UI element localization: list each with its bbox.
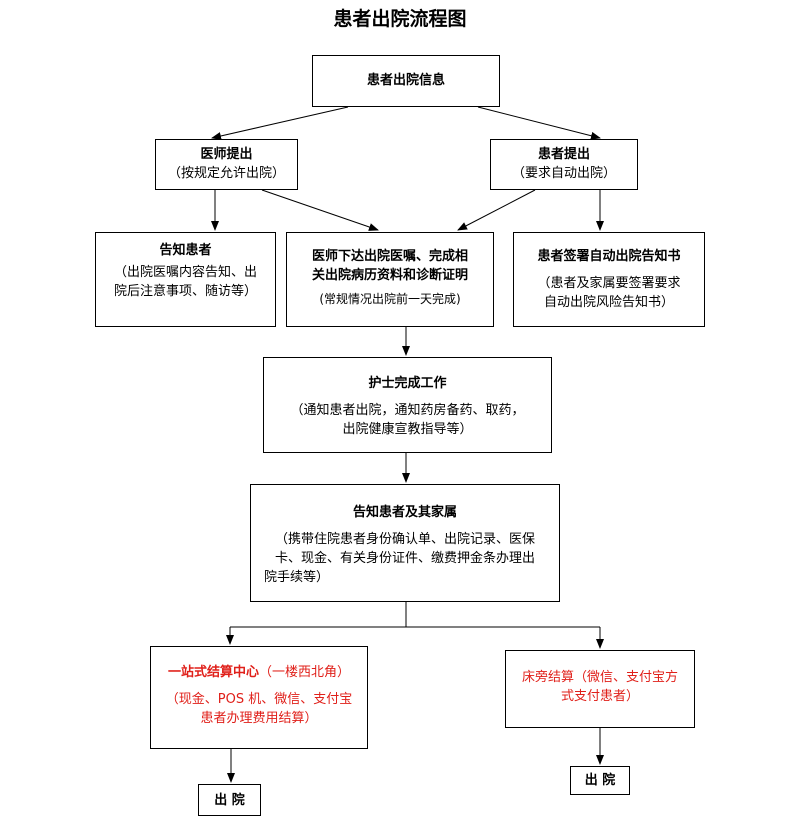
node-bedside-settlement-title1: 床旁结算（微信、支付宝方 [521, 670, 678, 685]
arrow-info-to-patient [477, 106, 601, 140]
arrow-info-to-doctor [211, 106, 349, 140]
node-one-stop-settlement-sub1: （现金、POS 机、微信、支付宝 [165, 692, 353, 707]
node-discharge-info-title: 患者出院信息 [366, 73, 445, 88]
node-doctor-proposes-sub: （按规定允许出院） [167, 166, 285, 181]
node-notify-family-sub2: 卡、现金、有关身份证件、缴费押金条办理出 [274, 551, 535, 566]
node-doctor-orders: 医师下达出院医嘱、完成相 关出院病历资料和诊断证明 (常规情况出院前一天完成) [286, 232, 494, 327]
node-discharge-exit-right: 出 院 [570, 766, 630, 795]
node-discharge-exit-left: 出 院 [198, 784, 261, 816]
node-notify-patient: 告知患者 （出院医嘱内容告知、出 院后注意事项、随访等） [95, 232, 276, 327]
node-doctor-proposes-title: 医师提出 [200, 147, 253, 162]
node-doctor-proposes: 医师提出 （按规定允许出院） [155, 139, 298, 190]
node-notify-family-sub1: （携带住院患者身份确认单、出院记录、医保 [274, 532, 535, 547]
node-notify-family-title: 告知患者及其家属 [352, 505, 457, 520]
node-bedside-settlement-title2: 式支付患者） [560, 689, 639, 704]
node-one-stop-settlement-title: 一站式结算中心 [167, 665, 259, 680]
node-doctor-orders-title1: 医师下达出院医嘱、完成相 [311, 249, 468, 264]
node-discharge-exit-left-title: 出 院 [214, 793, 245, 808]
node-notify-patient-sub1: （出院医嘱内容告知、出 [113, 265, 257, 280]
node-sign-self-discharge-sub2: 自动出院风险告知书） [543, 295, 674, 310]
node-notify-patient-sub2: 院后注意事项、随访等） [113, 284, 257, 299]
node-one-stop-settlement-location: （一楼西北角） [259, 665, 351, 680]
node-sign-self-discharge: 患者签署自动出院告知书 （患者及家属要签署要求 自动出院风险告知书） [513, 232, 705, 327]
node-notify-patient-title: 告知患者 [159, 243, 212, 258]
node-nurse-work-title: 护士完成工作 [368, 376, 447, 391]
node-notify-family: 告知患者及其家属 （携带住院患者身份确认单、出院记录、医保 卡、现金、有关身份证… [250, 484, 560, 602]
node-one-stop-settlement-sub2: 患者办理费用结算） [200, 711, 318, 726]
arrow-patient-to-orders [457, 189, 536, 231]
node-doctor-orders-title2: 关出院病历资料和诊断证明 [311, 268, 468, 283]
node-patient-proposes-title: 患者提出 [537, 147, 590, 162]
node-notify-family-sub3: 院手续等） [264, 570, 330, 585]
node-sign-self-discharge-title: 患者签署自动出院告知书 [537, 249, 681, 264]
node-one-stop-settlement: 一站式结算中心（一楼西北角） （现金、POS 机、微信、支付宝 患者办理费用结算… [150, 646, 368, 749]
page-title: 患者出院流程图 [333, 8, 467, 30]
node-doctor-orders-sub: (常规情况出院前一天完成) [319, 292, 461, 306]
node-patient-proposes-sub: （要求自动出院） [511, 166, 616, 181]
node-nurse-work: 护士完成工作 （通知患者出院，通知药房备药、取药， 出院健康宣教指导等） [263, 357, 552, 453]
node-discharge-info: 患者出院信息 [312, 55, 500, 107]
node-sign-self-discharge-sub1: （患者及家属要签署要求 [537, 276, 681, 291]
node-nurse-work-sub2: 出院健康宣教指导等） [342, 422, 473, 437]
node-patient-proposes: 患者提出 （要求自动出院） [490, 139, 638, 190]
node-bedside-settlement: 床旁结算（微信、支付宝方 式支付患者） [505, 650, 695, 728]
node-nurse-work-sub1: （通知患者出院，通知药房备药、取药， [290, 403, 525, 418]
arrow-doctor-to-orders [261, 189, 379, 231]
node-discharge-exit-right-title: 出 院 [584, 773, 616, 788]
